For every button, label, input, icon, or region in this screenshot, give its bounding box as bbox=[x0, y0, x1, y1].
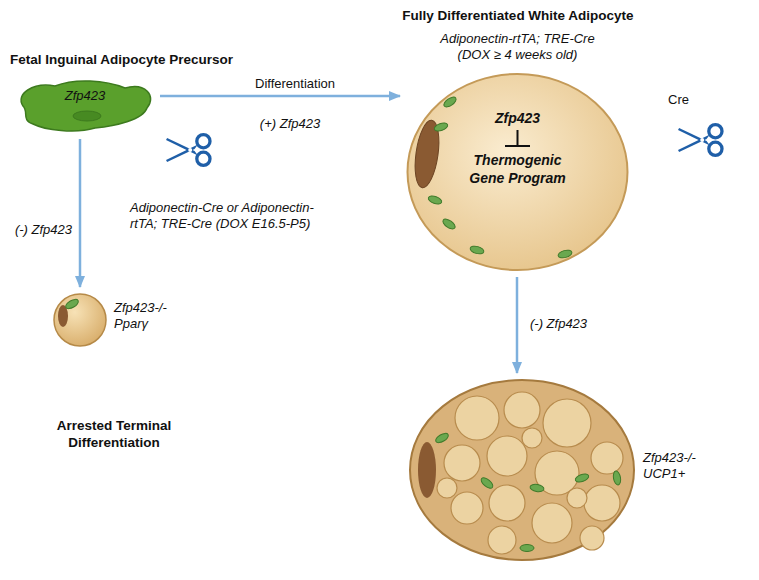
condition-label: (+) Zfp423 bbox=[240, 116, 340, 132]
arrow-label: (-) Zfp423 bbox=[4, 222, 72, 238]
process-arrow bbox=[79, 139, 82, 287]
genotype-label: Adiponectin-Cre or Adiponectin-rtTA; TRE… bbox=[130, 200, 315, 233]
arrow-label: Differentiation bbox=[235, 76, 355, 92]
process-arrow bbox=[516, 277, 519, 373]
gene-label: Zfp423 bbox=[55, 88, 115, 104]
cell-outline bbox=[407, 378, 637, 563]
outcome-label: Arrested Terminal Differentiation bbox=[14, 418, 214, 452]
program-label: Thermogenic Gene Program bbox=[455, 152, 580, 187]
genotype-label: Adiponectin-rtTA; TRE-Cre (DOX ≥ 4 weeks… bbox=[430, 31, 605, 64]
genotype-label: Zfp423-/- Pparγ bbox=[114, 300, 184, 333]
cell-outline bbox=[52, 292, 108, 348]
white-adipocyte: Fully Differentiated White AdipocyteZfp4… bbox=[405, 72, 630, 272]
genotype-label: Zfp423-/- UCP1+ bbox=[643, 450, 718, 483]
enzyme-label: Cre bbox=[668, 92, 708, 108]
beige-adipocyte: Zfp423-/- UCP1+ bbox=[407, 378, 637, 563]
scissors-symbol bbox=[166, 135, 210, 166]
cell-heading: Fetal Inguinal Adipocyte Precursor bbox=[10, 52, 300, 69]
gene-label: Zfp423 bbox=[477, 110, 558, 128]
precursor-cell: Fetal Inguinal Adipocyte PrecursorZfp423 bbox=[15, 76, 155, 134]
scissors-symbol bbox=[678, 125, 722, 156]
arrow-label: (-) Zfp423 bbox=[530, 316, 620, 332]
cell-heading: Fully Differentiated White Adipocyte bbox=[378, 8, 658, 25]
cell-outline bbox=[15, 76, 155, 134]
process-arrow bbox=[160, 95, 400, 98]
arrested-cell: Zfp423-/- PparγArrested Terminal Differe… bbox=[52, 292, 108, 348]
